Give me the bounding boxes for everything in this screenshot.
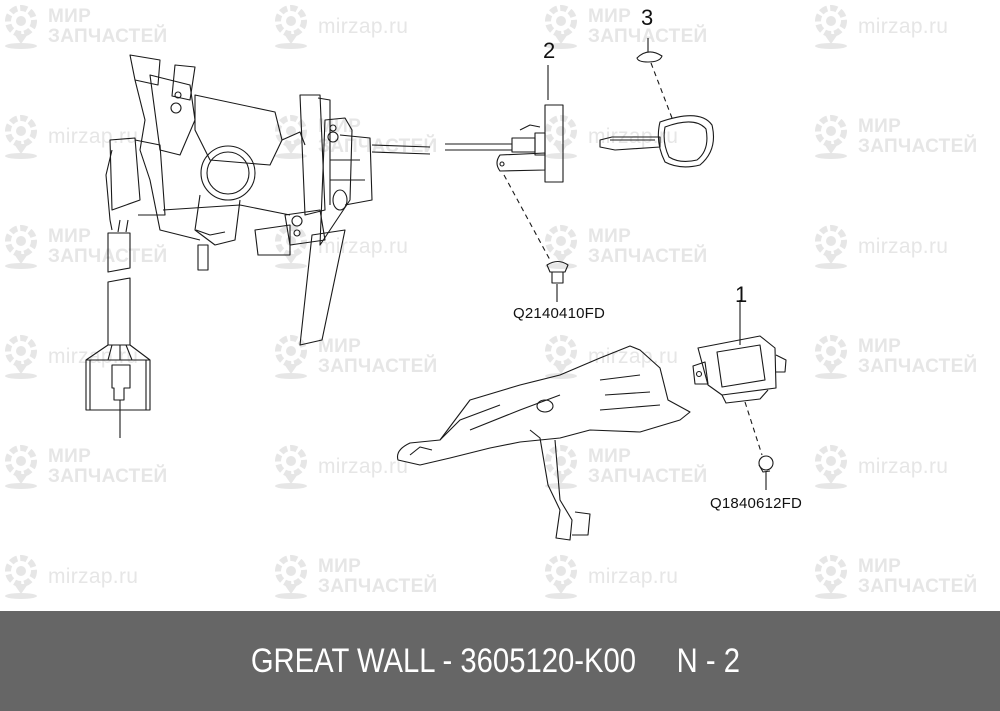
steering-column-bracket xyxy=(396,345,691,541)
callout-3: 3 xyxy=(641,5,654,30)
callout-1: 1 xyxy=(735,282,748,307)
key-and-cap xyxy=(599,38,715,168)
wiring-harness xyxy=(85,219,151,438)
parts-drawing xyxy=(85,38,787,541)
callout-2: 2 xyxy=(543,38,556,63)
part-number-q2140410fd: Q2140410FD xyxy=(513,305,606,322)
screw-q2140410fd xyxy=(546,260,569,302)
lock-cylinder xyxy=(445,65,564,261)
footer-title: GREAT WALL - 3605120-K00 N - 2 xyxy=(250,641,740,680)
immobilizer-module xyxy=(692,300,787,456)
screw-q1840612fd xyxy=(758,455,774,490)
footer-banner: GREAT WALL - 3605120-K00 N - 2 xyxy=(0,611,1000,711)
ignition-switch-assembly xyxy=(105,54,431,346)
part-number-q1840612fd: Q1840612FD xyxy=(710,495,803,512)
